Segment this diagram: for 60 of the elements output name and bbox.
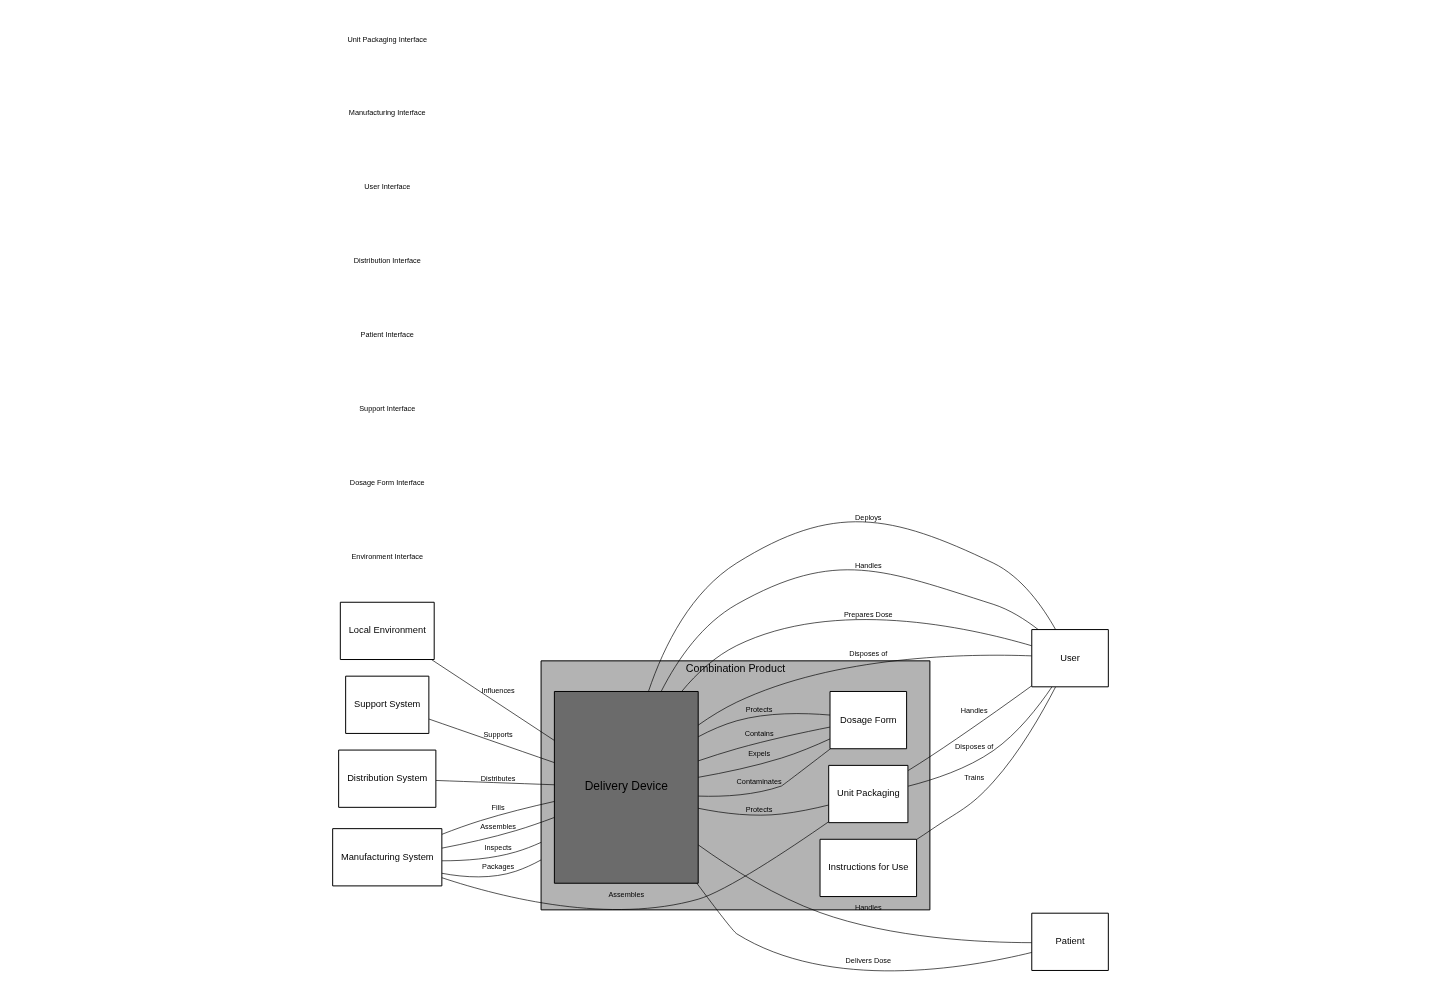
connector: [907, 685, 1032, 771]
edge-label: Supports: [482, 729, 513, 739]
node-box: Dosage Form: [829, 691, 907, 750]
connector: [660, 569, 1038, 692]
label: Manufacturing Interface: [348, 108, 426, 118]
edge-label: Assembles: [607, 890, 644, 900]
edge-label: Packages: [481, 862, 514, 872]
label: Support Interface: [358, 404, 415, 414]
edge-label: Delivers Dose: [845, 956, 891, 965]
connector: [428, 718, 555, 763]
node-box: User: [1030, 629, 1109, 688]
edge-label: Inspects: [484, 842, 512, 852]
label: User Interface: [363, 182, 410, 192]
edge-label: Expels: [747, 748, 770, 758]
edge-label: Fills: [491, 802, 505, 812]
node-box: Distribution System: [337, 749, 436, 808]
node-box: Support System: [344, 675, 429, 734]
connector: [697, 844, 1032, 943]
node-box: Manufacturing System: [331, 828, 442, 887]
edge-label: Disposes of: [848, 649, 887, 659]
edge-label: Contains: [744, 728, 774, 738]
connector: [696, 883, 1032, 972]
connector: [441, 821, 829, 910]
edge-label: Prepares Dose: [843, 610, 893, 620]
edge-label: Contaminates: [736, 776, 782, 786]
connector: [441, 817, 554, 849]
label: Distribution Interface: [353, 256, 421, 266]
edge-label: Handles: [960, 705, 988, 715]
edge-label: Disposes of: [954, 741, 993, 751]
edge-label: Distributes: [480, 773, 515, 783]
edge-label: Protects: [745, 804, 773, 814]
edge-label: Influences: [480, 686, 515, 696]
connector: [907, 686, 1052, 787]
node-box: Unit Packaging: [827, 764, 908, 824]
connector: [697, 738, 830, 778]
connector: [697, 654, 1032, 726]
edge-label: Protects: [745, 704, 773, 714]
connector: [441, 801, 555, 835]
connector: [697, 726, 830, 762]
edge-label: Deploys: [854, 513, 882, 523]
connector: [441, 842, 541, 862]
connector: [680, 619, 1032, 692]
node-box: Instructions for Use: [819, 838, 917, 898]
connector: [697, 748, 831, 797]
connector: [647, 521, 1056, 692]
edge-label: Assembles: [479, 821, 516, 831]
connector: [435, 780, 555, 786]
edge-label: Trains: [963, 772, 984, 782]
label: Environment Interface: [350, 551, 423, 561]
connector: [697, 804, 829, 816]
label: Dosage Form Interface: [349, 477, 425, 487]
label: Patient Interface: [360, 330, 414, 340]
connector: [430, 659, 555, 741]
edge-label: Handles: [854, 561, 882, 571]
connector: [441, 859, 541, 878]
node-box: Patient: [1030, 912, 1109, 971]
node-box: Local Environment: [339, 601, 435, 660]
label: Unit Packaging Interface: [346, 34, 427, 44]
node-box: Delivery Device: [553, 691, 699, 884]
connector: [697, 713, 830, 738]
